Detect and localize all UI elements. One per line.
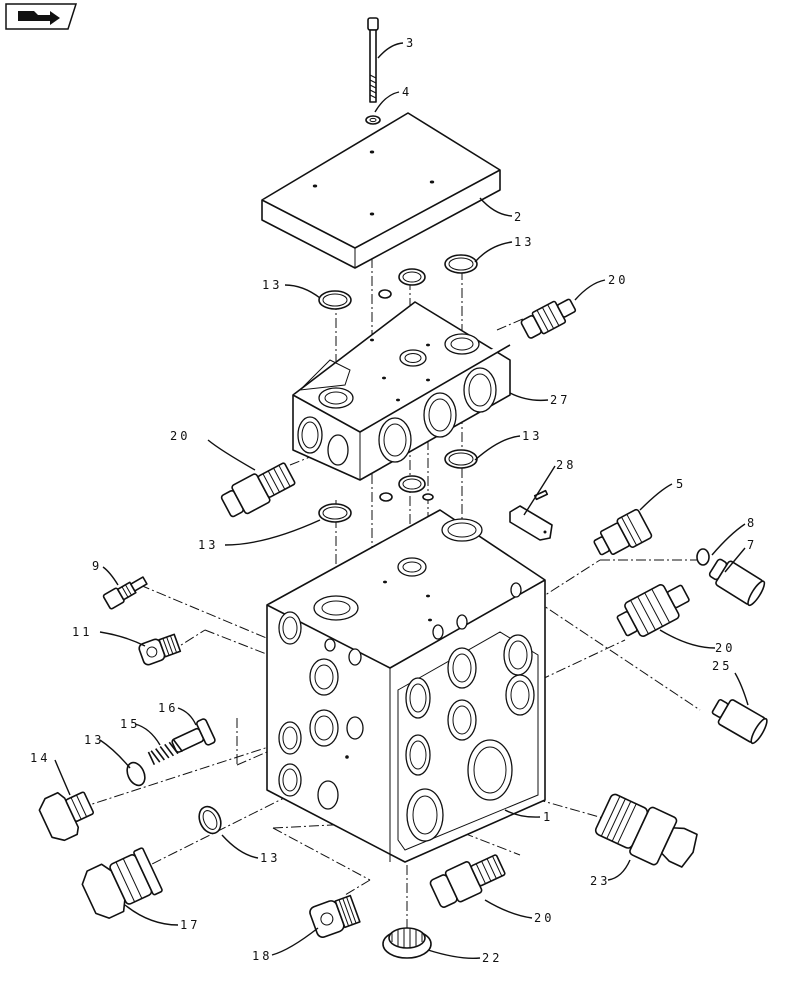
callout-20: 20	[170, 429, 190, 443]
relief-valve-part-20-bottom	[429, 854, 506, 908]
callout-16: 16	[158, 701, 178, 715]
washer-part-4	[365, 115, 381, 125]
valve-section-part-27	[292, 301, 511, 481]
valve-part-5	[593, 508, 653, 556]
callout-20: 20	[534, 911, 554, 925]
callout-20: 20	[608, 273, 628, 287]
callout-11: 11	[72, 625, 92, 639]
callout-20: 20	[715, 641, 735, 655]
relief-valve-part-17	[81, 847, 163, 919]
plug-part-11	[138, 633, 182, 666]
callout-5: 5	[676, 477, 686, 491]
callout-14: 14	[30, 751, 50, 765]
relief-cartridge-part-23	[594, 793, 698, 868]
callout-13: 13	[514, 235, 534, 249]
o-ring-set-middle	[318, 449, 478, 523]
callout-13: 13	[522, 429, 542, 443]
callout-labels: 3 4 2 13 13 20 27 20 13 28 13 5 8 7 9 11…	[30, 36, 757, 965]
spool-part-16	[171, 718, 216, 753]
callout-3: 3	[406, 36, 416, 50]
callout-15: 15	[120, 717, 140, 731]
cover-plate-part-2	[261, 112, 501, 269]
callout-4: 4	[402, 85, 412, 99]
spring-part-15	[147, 739, 184, 766]
plug-part-25	[711, 699, 768, 745]
callout-13: 13	[260, 851, 280, 865]
callout-9: 9	[92, 559, 102, 573]
fitting-part-9	[102, 576, 148, 610]
relief-valve-part-20-right	[616, 584, 690, 638]
relief-valve-part-20-left	[220, 462, 296, 518]
page-back-arrow-icon[interactable]	[5, 3, 78, 30]
callout-18: 18	[252, 949, 272, 963]
callout-13: 13	[262, 278, 282, 292]
callout-7: 7	[747, 538, 757, 552]
main-valve-body-part-1	[266, 509, 546, 863]
callout-13: 13	[84, 733, 104, 747]
callout-8: 8	[747, 516, 757, 530]
callout-13: 13	[198, 538, 218, 552]
plug-part-22	[382, 927, 432, 959]
relief-valve-part-20-upper-right	[520, 298, 577, 339]
bolt-part-3	[367, 17, 379, 103]
callout-27: 27	[550, 393, 570, 407]
callout-23: 23	[590, 874, 610, 888]
plug-part-18	[309, 894, 361, 938]
callout-2: 2	[514, 210, 524, 224]
snap-ring-part-8	[696, 548, 710, 566]
o-ring-part-13-lower-left	[126, 761, 222, 835]
callout-25: 25	[712, 659, 732, 673]
callout-17: 17	[180, 918, 200, 932]
plug-part-7	[708, 558, 766, 607]
callout-28: 28	[556, 458, 576, 472]
callout-leader-lines	[54, 42, 749, 960]
callout-1: 1	[543, 810, 553, 824]
plug-part-14	[38, 791, 94, 842]
bracket-part-28	[509, 489, 553, 541]
o-ring-set-upper	[318, 254, 478, 310]
callout-22: 22	[482, 951, 502, 965]
